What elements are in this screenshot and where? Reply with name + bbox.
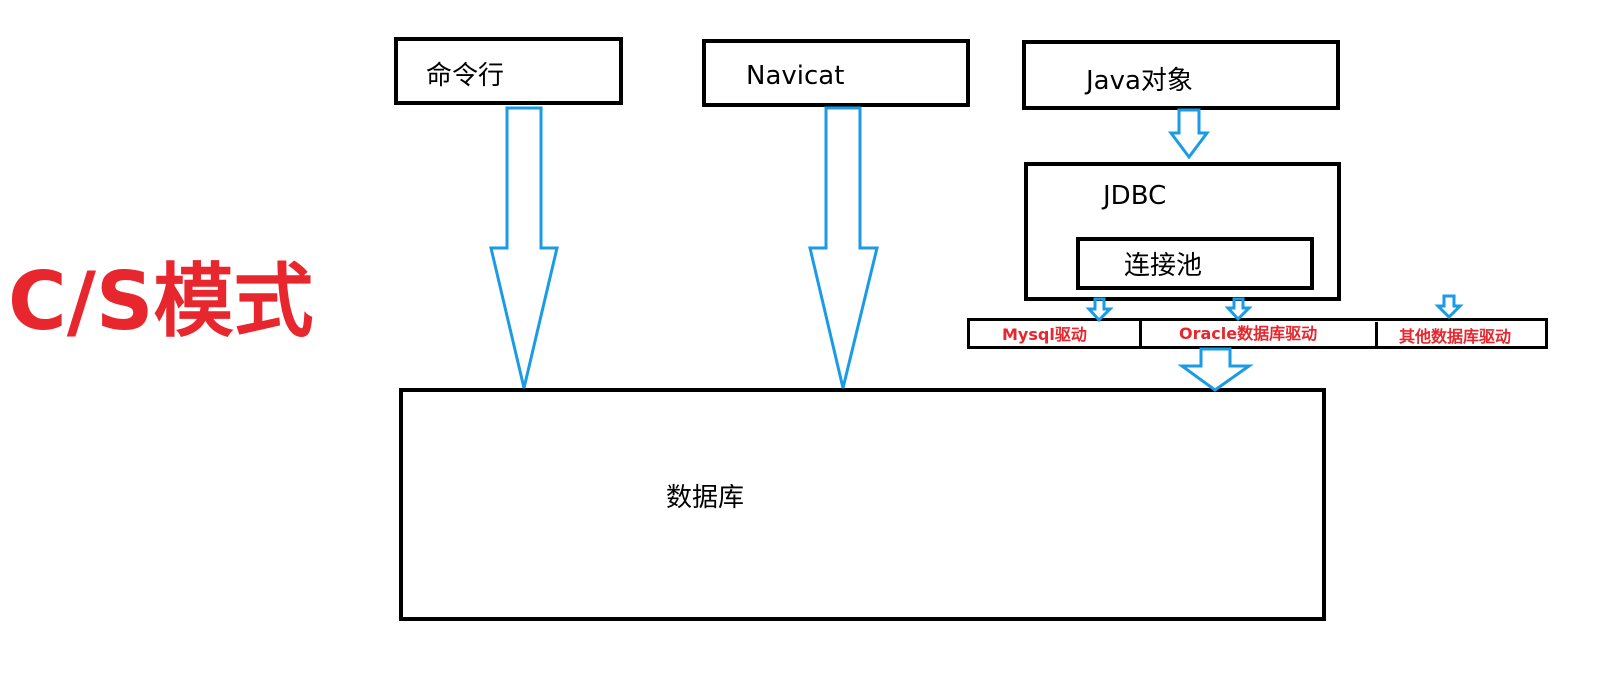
driver-other: 其他数据库驱动 (1399, 327, 1512, 346)
arrow-oracle-to-database (1177, 347, 1254, 392)
arrow-to-other-driver (1434, 294, 1464, 320)
database-label: 数据库 (666, 483, 745, 513)
connection-pool-box: 连接池 (1076, 237, 1314, 290)
jdbc-label: JDBC (1103, 181, 1167, 211)
navicat-label: Navicat (746, 61, 845, 91)
driver-divider-2 (1375, 322, 1378, 349)
driver-mysql: Mysql驱动 (1002, 325, 1087, 344)
arrow-cmd-to-database (489, 106, 559, 389)
jdbc-box: JDBC 连接池 (1024, 162, 1341, 301)
connection-pool-label: 连接池 (1124, 251, 1203, 281)
navicat-box: Navicat (702, 39, 970, 107)
diagram-title: C/S模式 (8, 255, 314, 348)
arrow-jdbc-to-mysql (1085, 297, 1114, 323)
driver-divider-1 (1139, 320, 1142, 347)
driver-oracle: Oracle数据库驱动 (1179, 324, 1318, 343)
database-box: 数据库 (399, 388, 1326, 621)
java-box: Java对象 (1022, 40, 1340, 110)
cmd-label: 命令行 (426, 61, 505, 91)
java-label: Java对象 (1086, 66, 1193, 96)
arrow-jdbc-to-oracle (1224, 297, 1253, 322)
arrow-java-to-jdbc (1168, 108, 1210, 160)
driver-bar: Mysql驱动 Oracle数据库驱动 其他数据库驱动 (967, 318, 1548, 349)
arrow-navicat-to-database (808, 106, 879, 389)
cmd-box: 命令行 (394, 37, 623, 105)
